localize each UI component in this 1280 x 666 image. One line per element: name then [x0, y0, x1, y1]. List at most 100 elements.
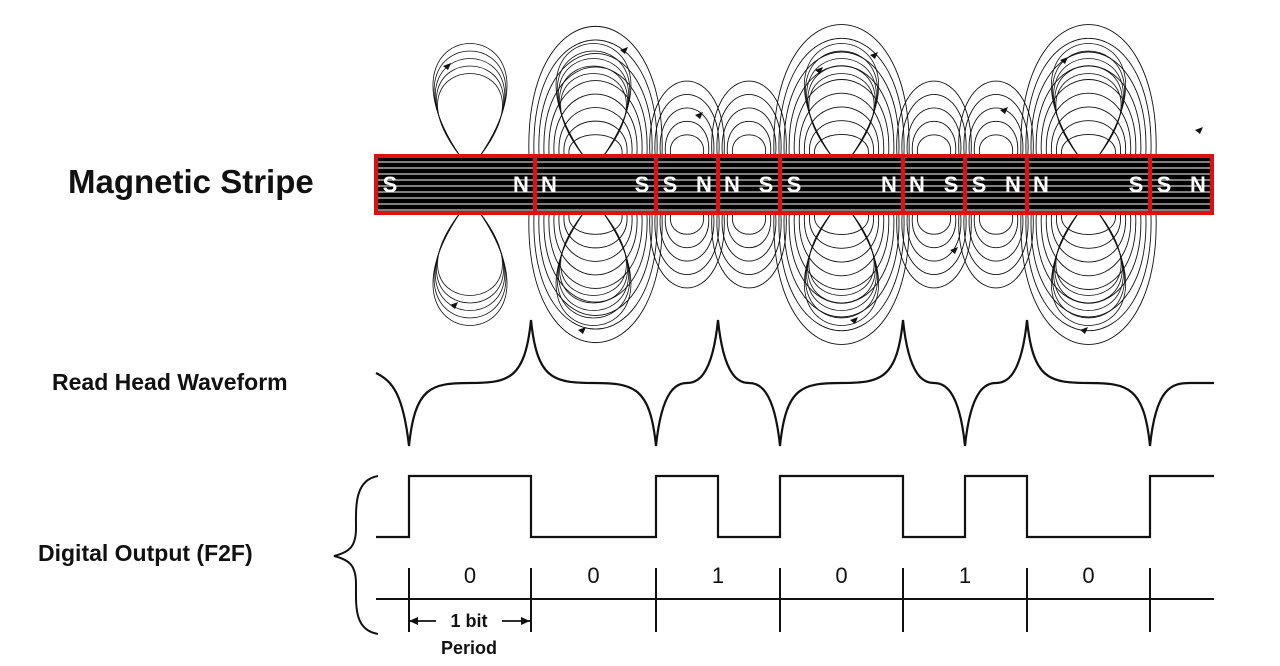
field-line: [553, 212, 638, 276]
field-line: [1046, 212, 1131, 277]
field-line: [783, 212, 900, 318]
field-arrow-icon: [620, 47, 628, 54]
field-line: [1030, 51, 1147, 157]
field-line: [778, 37, 905, 157]
field-line: [563, 212, 628, 249]
field-arrow-icon: [1000, 107, 1008, 114]
field-line: [555, 43, 632, 157]
read-head-waveform: [375, 319, 1214, 447]
field-line: [563, 120, 628, 157]
field-line: [649, 80, 725, 157]
magnet-pole-left: N: [1033, 172, 1049, 197]
field-line: [1025, 212, 1152, 332]
field-line: [560, 73, 627, 157]
field-line: [538, 52, 653, 157]
field-line: [896, 212, 972, 289]
field-line: [778, 212, 905, 332]
magnet-pole-left: N: [541, 172, 557, 197]
field-line: [773, 24, 910, 157]
field-line: [670, 212, 704, 235]
field-line: [726, 212, 772, 248]
field-line: [437, 212, 503, 296]
bit-value: 0: [464, 563, 476, 588]
magnet-pole-right: N: [1190, 172, 1206, 197]
field-line: [664, 212, 710, 248]
field-line: [433, 212, 507, 319]
field-line: [793, 212, 890, 290]
field-line: [1046, 92, 1131, 157]
magnet-pole-right: S: [1129, 172, 1144, 197]
field-line: [906, 212, 962, 262]
magnet-pole-right: N: [1005, 172, 1021, 197]
output-brace: [333, 475, 379, 635]
field-line: [896, 80, 972, 157]
field-line: [901, 212, 967, 275]
magnetic-field-lines: [432, 24, 1203, 345]
field-arrow-icon: [695, 112, 703, 119]
bit-value: 1: [712, 563, 724, 588]
field-line: [808, 212, 875, 296]
field-line: [553, 93, 638, 157]
field-line: [1040, 212, 1137, 290]
magnet-pole-right: N: [513, 172, 529, 197]
field-line: [538, 212, 653, 317]
field-line: [773, 212, 910, 345]
field-line: [559, 212, 628, 304]
field-line: [793, 79, 890, 157]
field-line: [559, 65, 628, 157]
field-line: [803, 43, 880, 157]
magnet-pole-left: S: [663, 172, 678, 197]
field-line: [979, 212, 1013, 235]
magnetic-stripe: [374, 154, 1214, 215]
field-arrow-icon: [815, 67, 823, 74]
field-line: [803, 212, 880, 326]
field-line: [1056, 120, 1121, 157]
field-line: [804, 106, 879, 157]
field-arrow-icon: [443, 63, 451, 70]
field-line: [1061, 134, 1116, 157]
field-line: [560, 212, 627, 296]
field-line: [968, 107, 1024, 157]
field-line: [1020, 212, 1157, 345]
field-line: [906, 107, 962, 157]
field-line: [809, 120, 874, 157]
field-line: [911, 212, 957, 248]
field-line: [432, 212, 508, 326]
field-line: [711, 212, 787, 289]
field-line: [711, 80, 787, 157]
magnet-pole-left: S: [787, 172, 802, 197]
field-line: [721, 212, 777, 262]
field-line: [543, 66, 648, 157]
field-line: [555, 212, 632, 326]
field-line: [1040, 79, 1137, 157]
bit-period-label-line1: 1 bit: [450, 611, 487, 631]
field-line: [1020, 24, 1157, 157]
bit-value: 0: [835, 563, 847, 588]
field-arrow-icon: [1060, 57, 1068, 64]
magnet-pole-left: N: [724, 172, 740, 197]
field-line: [799, 212, 884, 277]
bit-value: 1: [959, 563, 971, 588]
field-line: [917, 134, 951, 157]
arrow-left-icon: [409, 617, 418, 625]
field-arrow-icon: [450, 302, 458, 309]
bit-value: 0: [1082, 563, 1094, 588]
arrow-right-icon: [521, 617, 530, 625]
field-line: [973, 212, 1019, 248]
field-line: [533, 212, 658, 330]
magnet-pole-left: S: [383, 172, 398, 197]
magnet-pole-left: S: [972, 172, 987, 197]
field-line: [1025, 37, 1152, 157]
field-line: [528, 212, 663, 343]
field-line: [732, 212, 766, 235]
field-line: [799, 92, 884, 157]
field-line: [814, 134, 869, 157]
magnet-pole-right: S: [635, 172, 650, 197]
field-line: [568, 134, 623, 157]
field-line: [664, 121, 710, 157]
